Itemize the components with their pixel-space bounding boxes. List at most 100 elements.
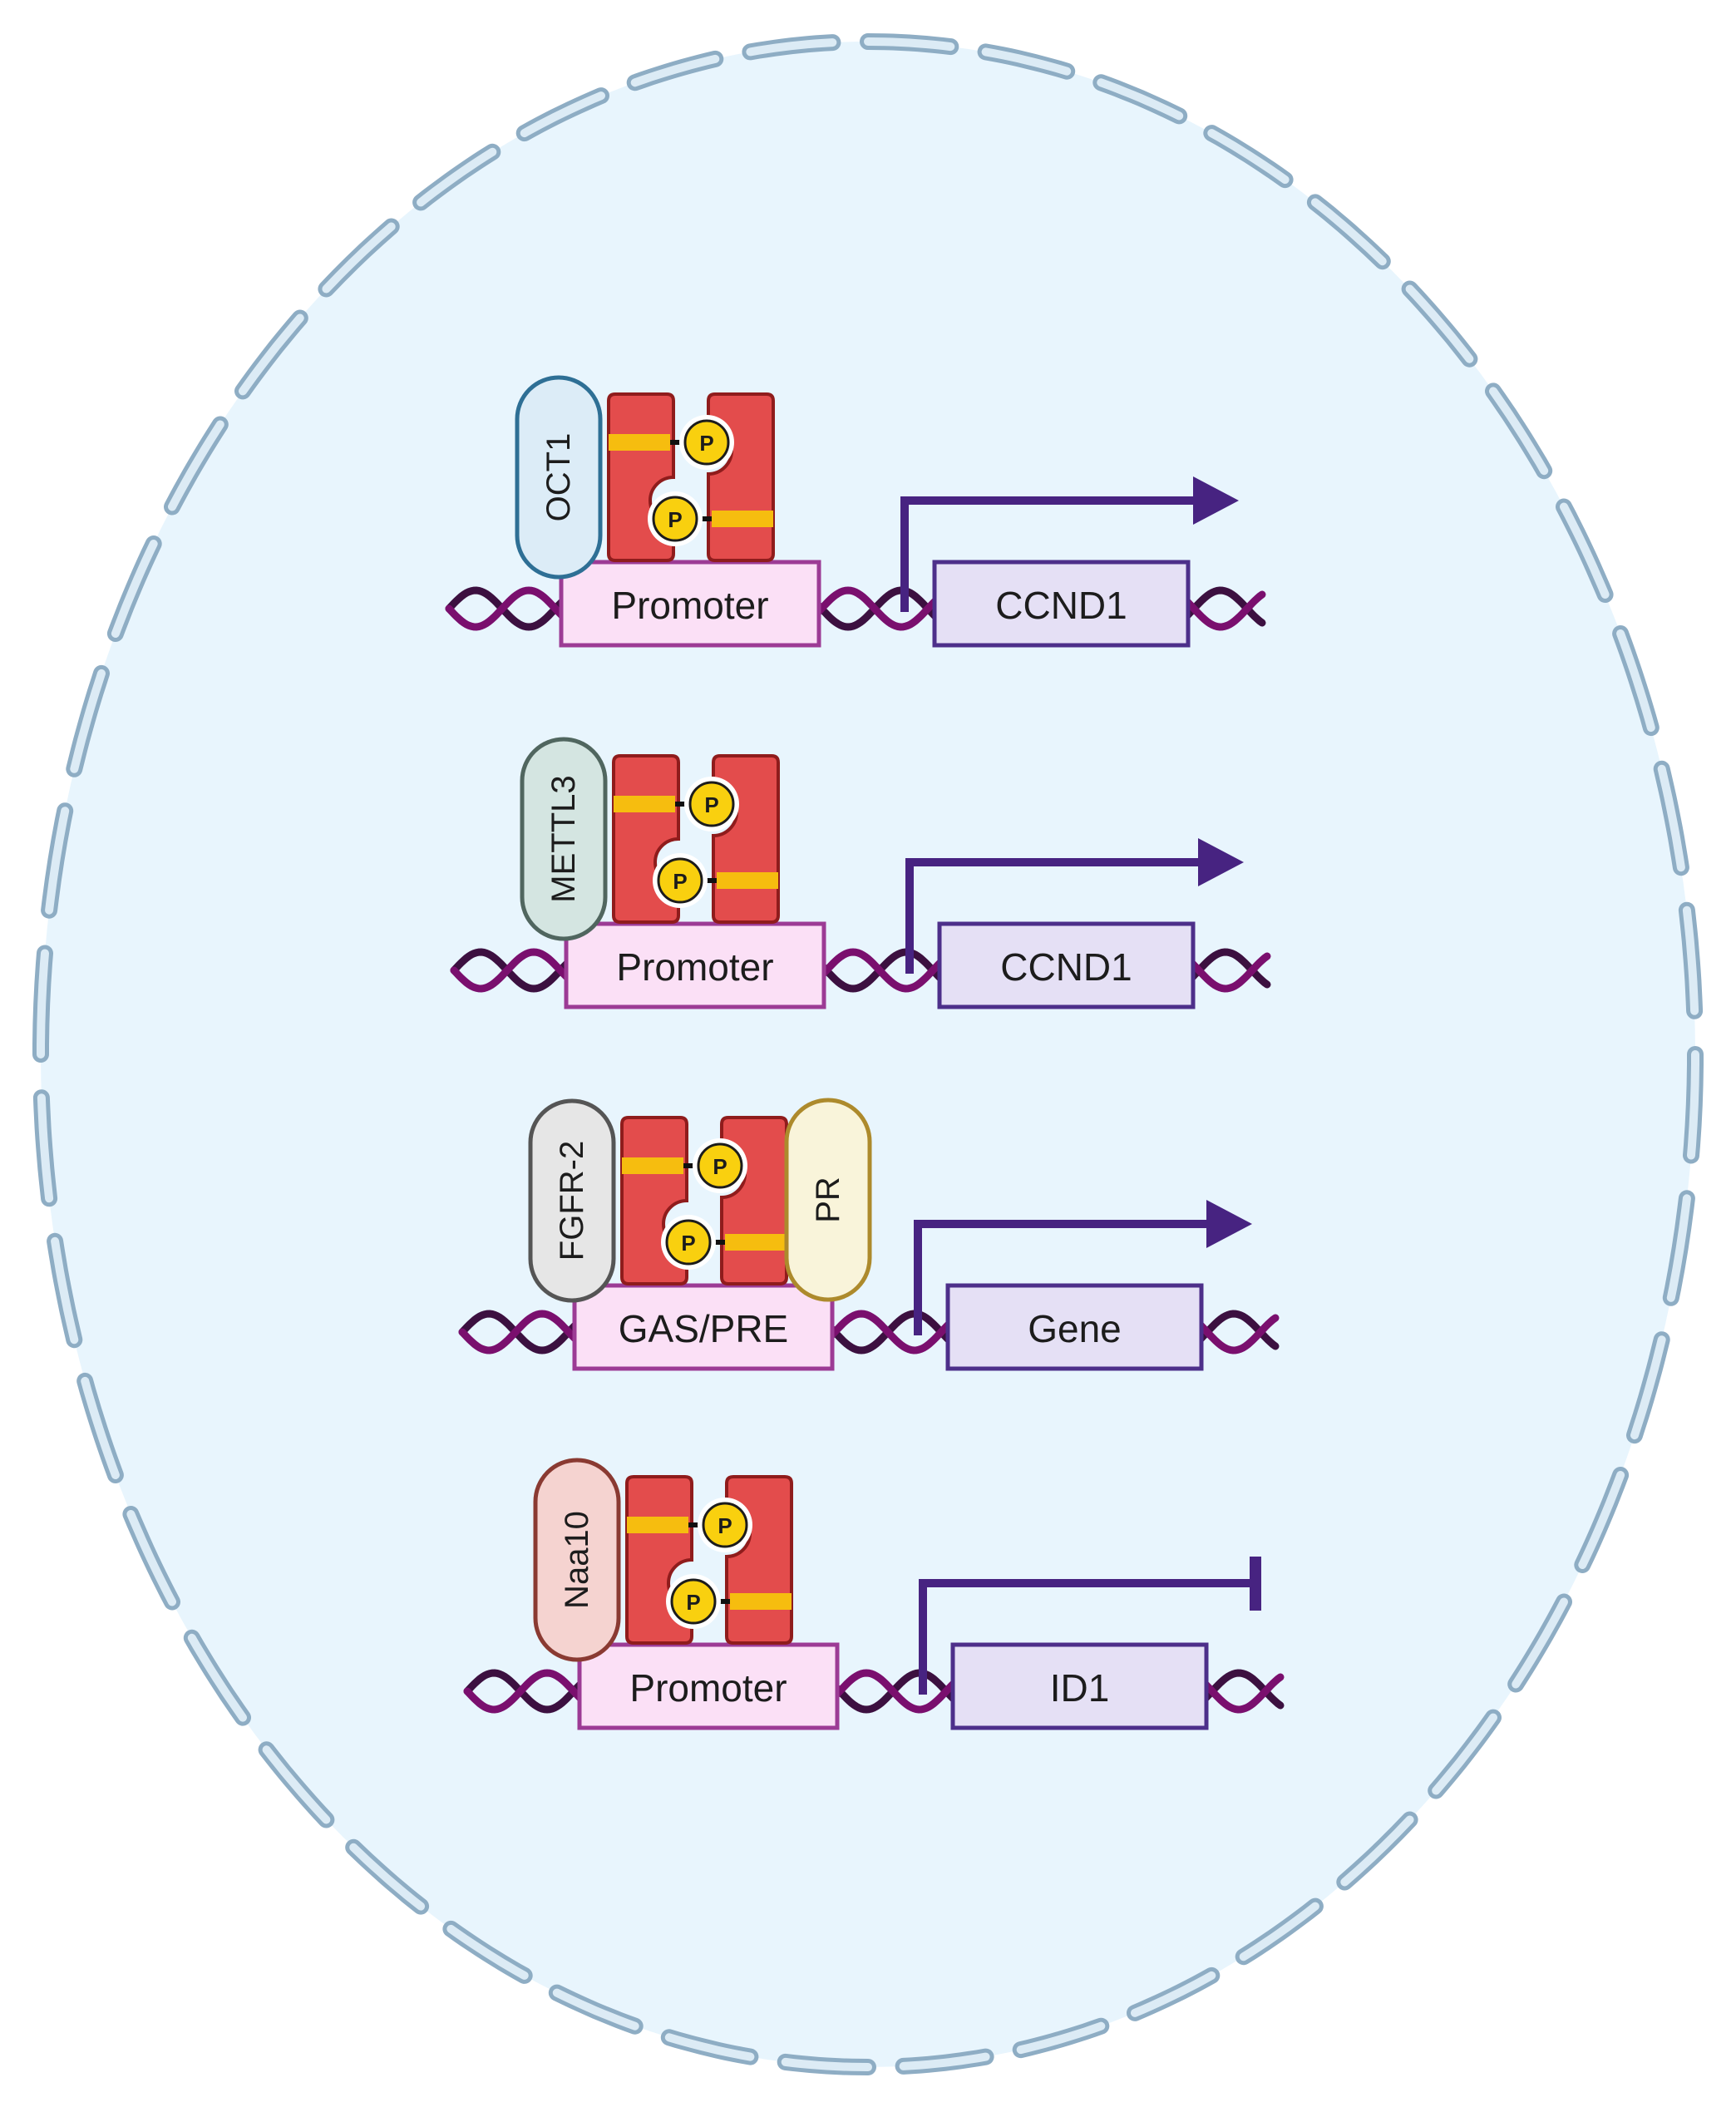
stat-dimer: PP	[620, 1116, 788, 1285]
regulatory-element-box	[572, 1283, 835, 1371]
gene-box-box	[932, 560, 1191, 648]
cofactor-label: OCT1	[540, 433, 577, 522]
nuclear-envelope-segment-inner	[781, 2057, 872, 2071]
stat-band	[614, 796, 675, 812]
nuclear-envelope-segment-inner	[1405, 284, 1474, 363]
cofactor-pill	[515, 375, 603, 580]
regulatory-element-box	[577, 1642, 840, 1730]
nuclear-envelope-segment-inner	[51, 1236, 79, 1345]
nuclear-envelope-segment-inner	[630, 54, 720, 87]
arrow-head	[1193, 476, 1239, 525]
arrow-line	[914, 1220, 1211, 1335]
phospho-group	[702, 1502, 748, 1548]
phospho-group	[688, 781, 735, 827]
regulation-row-4: Promoter ID1 PP Naa10	[463, 1458, 1285, 1730]
gene-box-box	[945, 1283, 1204, 1371]
arrow-line	[905, 858, 1202, 974]
nuclear-envelope-segment-inner	[1657, 764, 1685, 872]
regulatory-element-box	[559, 560, 821, 648]
phospho-label: P	[713, 1154, 727, 1179]
cofactor-pill	[784, 1098, 872, 1302]
nuclear-envelope-segment-inner	[417, 147, 497, 207]
nuclear-envelope-segment-inner	[1432, 1713, 1497, 1795]
nuclear-envelope-segment-inner	[1630, 1335, 1666, 1440]
nuclear-envelope-segment-inner	[1097, 78, 1184, 121]
regulation-row-1: Promoter CCND1 PP OCT1	[445, 375, 1266, 648]
nuclear-envelope-segment-inner	[1016, 2021, 1106, 2055]
stat-dimer: PP	[612, 754, 780, 924]
nuclear-envelope-segment-inner	[664, 2033, 755, 2061]
regulatory-element-box	[564, 921, 826, 1009]
stat-band	[717, 872, 778, 889]
arrow-head	[1206, 1200, 1252, 1248]
phospho-label: P	[718, 1513, 732, 1538]
phospho-group	[657, 857, 703, 904]
regulatory-element-label: Promoter	[611, 584, 768, 627]
nuclear-envelope-segment-inner	[187, 1633, 247, 1722]
gene-box: CCND1	[937, 921, 1196, 1009]
nuclear-envelope-segment-inner	[1512, 1597, 1568, 1689]
nuclear-envelope-segment-inner	[37, 949, 49, 1058]
nuclear-envelope-segment-inner	[1239, 1902, 1319, 1961]
nuclear-envelope-segment-inner	[1560, 502, 1610, 599]
phospho-group	[697, 1142, 743, 1189]
nucleoplasm	[41, 42, 1695, 2067]
nuclear-envelope-segment-inner	[1666, 1194, 1691, 1302]
nuclear-envelope-segment-inner	[126, 1510, 176, 1606]
stat-band	[730, 1593, 792, 1610]
regulatory-element-label: GAS/PRE	[619, 1307, 789, 1350]
nuclear-envelope-segment-inner	[981, 47, 1072, 76]
nuclear-envelope-segment-inner	[1489, 387, 1549, 476]
regulatory-element-label: Promoter	[629, 1666, 787, 1710]
nuclear-envelope-segment-inner	[1207, 129, 1290, 185]
phospho-label: P	[704, 792, 718, 817]
regulatory-element-label: Promoter	[616, 945, 773, 989]
phospho-label: P	[699, 431, 713, 456]
gene-box-label: Gene	[1028, 1307, 1122, 1350]
regulatory-element: Promoter	[559, 560, 821, 648]
nuclear-envelope-segment-inner	[1687, 1050, 1699, 1160]
nuclear-envelope-segment-inner	[1616, 629, 1655, 733]
phospho-group	[665, 1219, 712, 1266]
arrow-line	[919, 1579, 1253, 1695]
gene-box: Gene	[945, 1283, 1204, 1371]
cofactor-pill	[520, 737, 608, 941]
transcription-arrow	[914, 1200, 1252, 1335]
nuclear-envelope-segment-inner	[111, 540, 158, 638]
regulatory-element: Promoter	[564, 921, 826, 1009]
cofactor-label: PR	[810, 1177, 846, 1223]
nucleus	[32, 33, 1704, 2075]
cofactor-pill	[528, 1098, 616, 1303]
cofactor-protein: Naa10	[533, 1458, 621, 1662]
gene-box: CCND1	[932, 560, 1191, 648]
arrow-line	[900, 496, 1197, 612]
stat-band	[712, 511, 773, 527]
gene-box-label: ID1	[1050, 1666, 1110, 1710]
nuclear-envelope-segment-inner	[81, 1376, 120, 1479]
gene-box: ID1	[950, 1642, 1209, 1730]
nuclear-envelope-segment-inner	[520, 91, 605, 138]
cofactor-protein: METTL3	[520, 737, 608, 941]
regulatory-element: GAS/PRE	[572, 1283, 835, 1371]
nuclear-envelope-segment-inner	[262, 1745, 331, 1824]
phospho-group	[670, 1578, 717, 1625]
nuclear-envelope-segment-inner	[70, 669, 106, 773]
transcription-arrow	[900, 476, 1239, 612]
transcription-arrow	[905, 838, 1244, 974]
phospho-label: P	[681, 1231, 695, 1256]
cofactor-pill	[533, 1458, 621, 1662]
cofactor-label: METTL3	[545, 775, 582, 902]
nuclear-envelope-segment-inner	[322, 222, 396, 294]
nuclear-envelope-segment-inner	[899, 2052, 990, 2070]
stat-dimer: PP	[625, 1475, 793, 1645]
cofactor-protein: PR	[784, 1098, 872, 1302]
nuclear-envelope-segment-inner	[45, 807, 70, 915]
arrow-head	[1198, 838, 1244, 886]
stat-dimer: PP	[607, 392, 775, 562]
nuclear-envelope-segment-inner	[1578, 1471, 1625, 1569]
nuclear-envelope-segment-inner	[1682, 905, 1699, 1015]
cofactor-label: Naa10	[559, 1511, 595, 1609]
